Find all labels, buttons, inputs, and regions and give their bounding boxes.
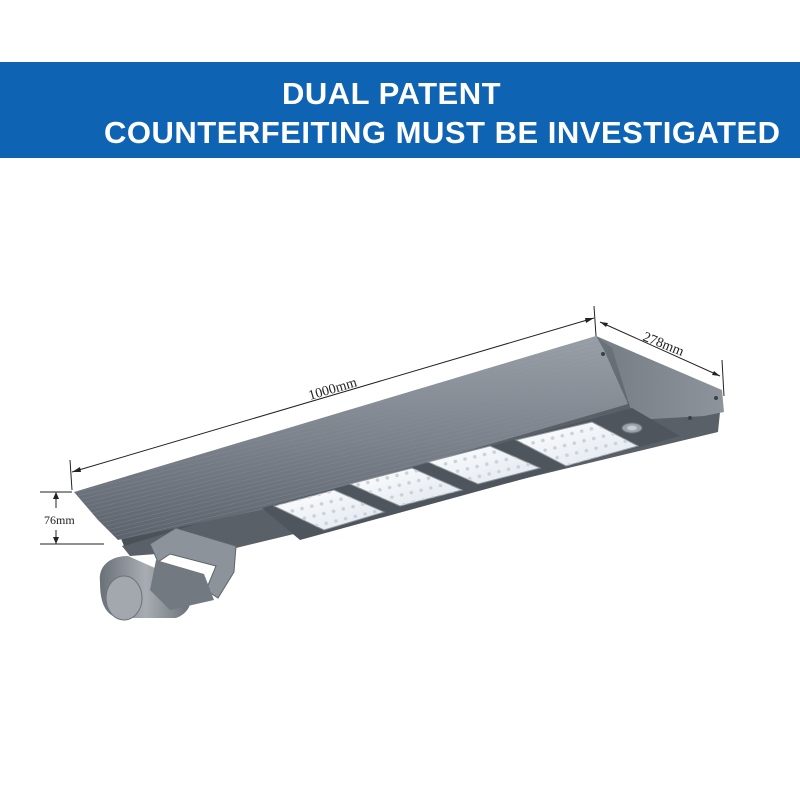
led-module-3 [426, 445, 542, 485]
length-label: 1000mm [307, 375, 359, 403]
mounting-bracket [99, 527, 237, 621]
width-dimension [599, 321, 725, 397]
width-label: 278mm [641, 330, 686, 360]
led-module-2 [348, 467, 464, 507]
lamp-end-cap [596, 336, 724, 420]
header-banner: DUAL PATENT COUNTERFEITING MUST BE INVES… [0, 62, 800, 158]
height-dimension [40, 491, 104, 545]
banner-title: DUAL PATENT [282, 76, 502, 111]
led-module-1 [272, 489, 386, 531]
motion-sensor [621, 422, 643, 434]
banner-subtitle: COUNTERFEITING MUST BE INVESTIGATED [104, 115, 781, 150]
height-label: 76mm [44, 513, 75, 527]
led-module-4 [514, 421, 640, 467]
length-dimension [69, 305, 597, 491]
